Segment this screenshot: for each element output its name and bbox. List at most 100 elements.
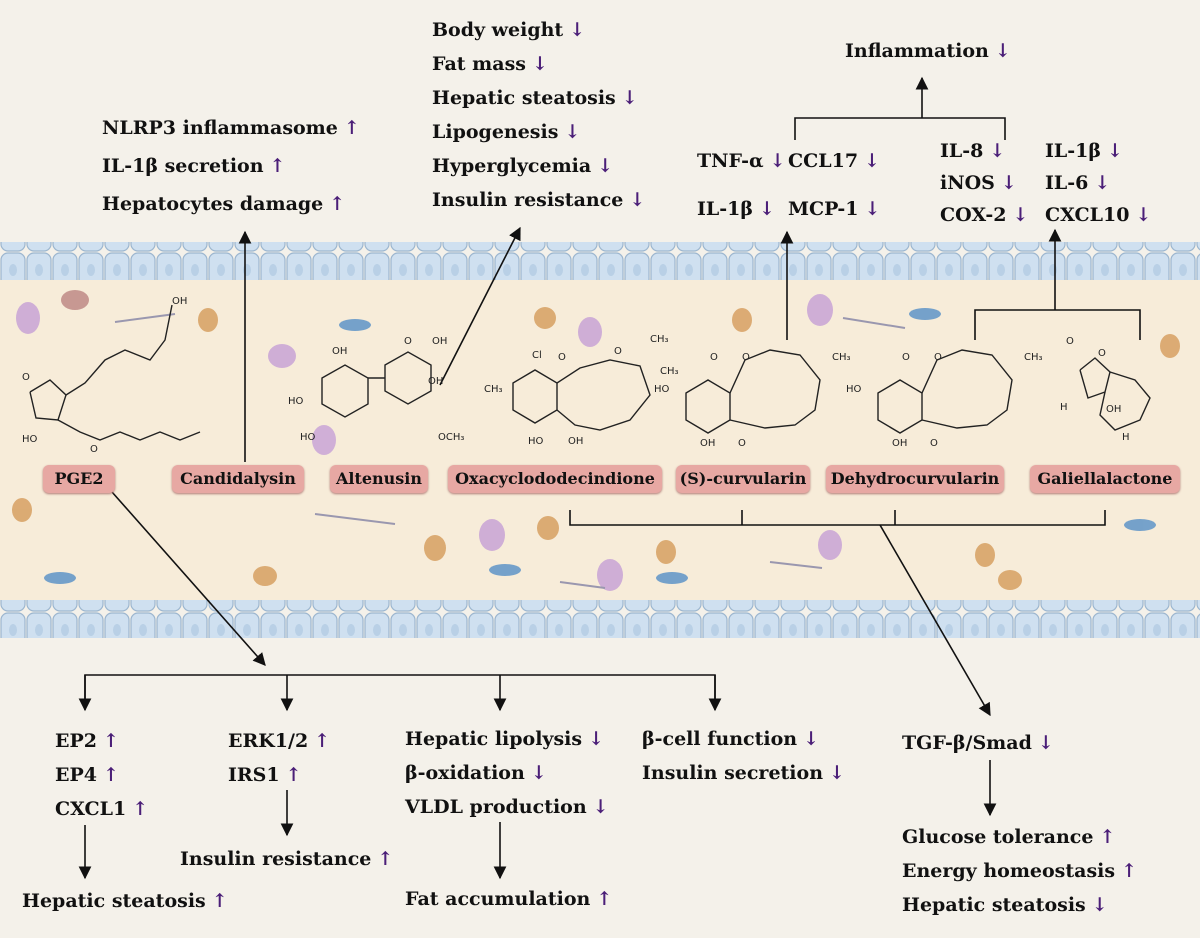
curvularin-structure [685,349,821,434]
up-arrow-icon: ↑ [329,193,346,215]
tgf-results-item-text: Energy homeostasis [902,860,1116,882]
galiellalactone-a-item-text: iNOS [940,172,995,194]
curvularin-item-text: IL-1β [697,198,753,220]
atom-label: CH₃ [484,384,503,395]
altenusin-item-text: Insulin resistance [432,189,624,211]
down-arrow-icon: ↓ [1000,172,1017,194]
atom-label: OH [432,336,448,347]
atom-label: OH [172,296,188,307]
down-arrow-icon: ↓ [1037,732,1054,754]
altenusin-item: Hepatic steatosis↓ [432,87,638,109]
galiellalactone-b-item: IL-1β↓ [1045,140,1123,162]
compound-altenusin: Altenusin [330,465,428,493]
galiellalactone-b-item-text: IL-1β [1045,140,1101,162]
altenusin-item: Lipogenesis↓ [432,121,580,143]
candidalysin-item: IL-1β secretion↑ [102,155,285,177]
galiellalactone-a-item-text: IL-8 [940,140,984,162]
oxacyclo-structure [512,359,651,431]
curvularin-item: IL-1β↓ [697,198,775,220]
atom-label: OH [700,438,716,449]
erk-item-text: IRS1 [228,764,280,786]
tgf-results-item: Hepatic steatosis↓ [902,894,1108,916]
down-arrow-icon: ↓ [588,728,604,750]
atom-label: O [1098,348,1106,359]
dehydrocurvularin-structure [877,349,1013,434]
inflammation-label: Inflammation↓ [845,40,1011,62]
atom-label: O [1066,336,1074,347]
compound-oxacyclododecindione: Oxacyclododecindione [448,465,662,493]
beta-item-text: Insulin secretion [642,762,824,784]
down-arrow-icon: ↓ [1012,204,1029,226]
erk-item: ERK1/2↑ [228,730,330,752]
atom-label: O [22,372,30,383]
altenusin-item-text: Hepatic steatosis [432,87,616,109]
atom-label: HO [288,396,304,407]
down-arrow-icon: ↓ [769,150,786,172]
altenusin-item: Insulin resistance↓ [432,189,645,211]
atom-label: CH₃ [660,366,679,377]
ep-item: CXCL1↑ [55,798,148,820]
galiellalactone-b-item: IL-6↓ [1045,172,1110,194]
galiellalactone-a-item: IL-8↓ [940,140,1005,162]
altenusin-item-text: Lipogenesis [432,121,559,143]
altenusin-item-text: Body weight [432,19,564,41]
compound-galiellalactone: Galiellalactone [1030,465,1180,493]
compound-dehydrocurvularin: Dehydrocurvularin [826,465,1004,493]
up-arrow-icon: ↑ [343,117,360,139]
beta-item: Insulin secretion↓ [642,762,845,784]
lipo-result-text: Fat accumulation [405,888,591,910]
beta-item: β-cell function↓ [642,728,819,750]
connector-lines [78,76,1141,880]
compound-candidalysin: Candidalysin [172,465,304,493]
atom-label: O [404,336,412,347]
down-arrow-icon: ↓ [994,40,1011,62]
lipo-item-text: VLDL production [405,796,587,818]
galiellalactone-b-item: CXCL10↓ [1045,204,1151,226]
lipo-item-text: β-oxidation [405,762,525,784]
up-arrow-icon: ↑ [377,848,394,870]
down-arrow-icon: ↓ [1091,894,1108,916]
up-arrow-icon: ↑ [132,798,149,820]
down-arrow-icon: ↓ [531,53,548,75]
upper-epithelium [0,242,1200,280]
pge2-structure [29,304,201,441]
ep-item-text: EP4 [55,764,97,786]
ep-item: EP4 ↑ [55,764,119,786]
atom-label: CH₃ [650,334,669,345]
atom-label: O [902,352,910,363]
tgf-smad-label-text: TGF-β/Smad [902,732,1032,754]
ep-result: Hepatic steatosis↑ [22,890,228,912]
curvularin-item-text: CCL17 [788,150,859,172]
curvularin-item: TNF-α↓ [697,150,786,172]
down-arrow-icon: ↓ [592,796,609,818]
compound-s-curvularin: (S)-curvularin [676,465,810,493]
atom-label: OH [568,436,584,447]
erk-item-text: ERK1/2 [228,730,309,752]
atom-label: HO [846,384,862,395]
candidalysin-item: Hepatocytes damage↑ [102,193,345,215]
up-arrow-icon: ↑ [269,155,286,177]
atom-label: O [90,444,98,455]
up-arrow-icon: ↑ [103,730,119,752]
candidalysin-item-text: IL-1β secretion [102,155,264,177]
curvularin-item: MCP-1↓ [788,198,880,220]
galiellalactone-a-item-text: COX-2 [940,204,1007,226]
tgf-results-item-text: Glucose tolerance [902,826,1094,848]
down-arrow-icon: ↓ [864,150,880,172]
curvularin-item-text: TNF-α [697,150,764,172]
galiellalactone-structure [1079,357,1151,431]
atom-label: HO [300,432,316,443]
atom-label: O [738,438,746,449]
altenusin-structure [321,351,432,418]
atom-label: H [1060,402,1068,413]
microbe-decorations [12,290,1180,591]
down-arrow-icon: ↓ [629,189,646,211]
up-arrow-icon: ↑ [103,764,119,786]
ep-item-text: CXCL1 [55,798,127,820]
atom-label: Cl [532,350,542,361]
atom-label: OH [428,376,444,387]
galiellalactone-b-item-text: CXCL10 [1045,204,1130,226]
altenusin-item: Fat mass↓ [432,53,548,75]
down-arrow-icon: ↓ [530,762,547,784]
altenusin-item: Hyperglycemia↓ [432,155,613,177]
